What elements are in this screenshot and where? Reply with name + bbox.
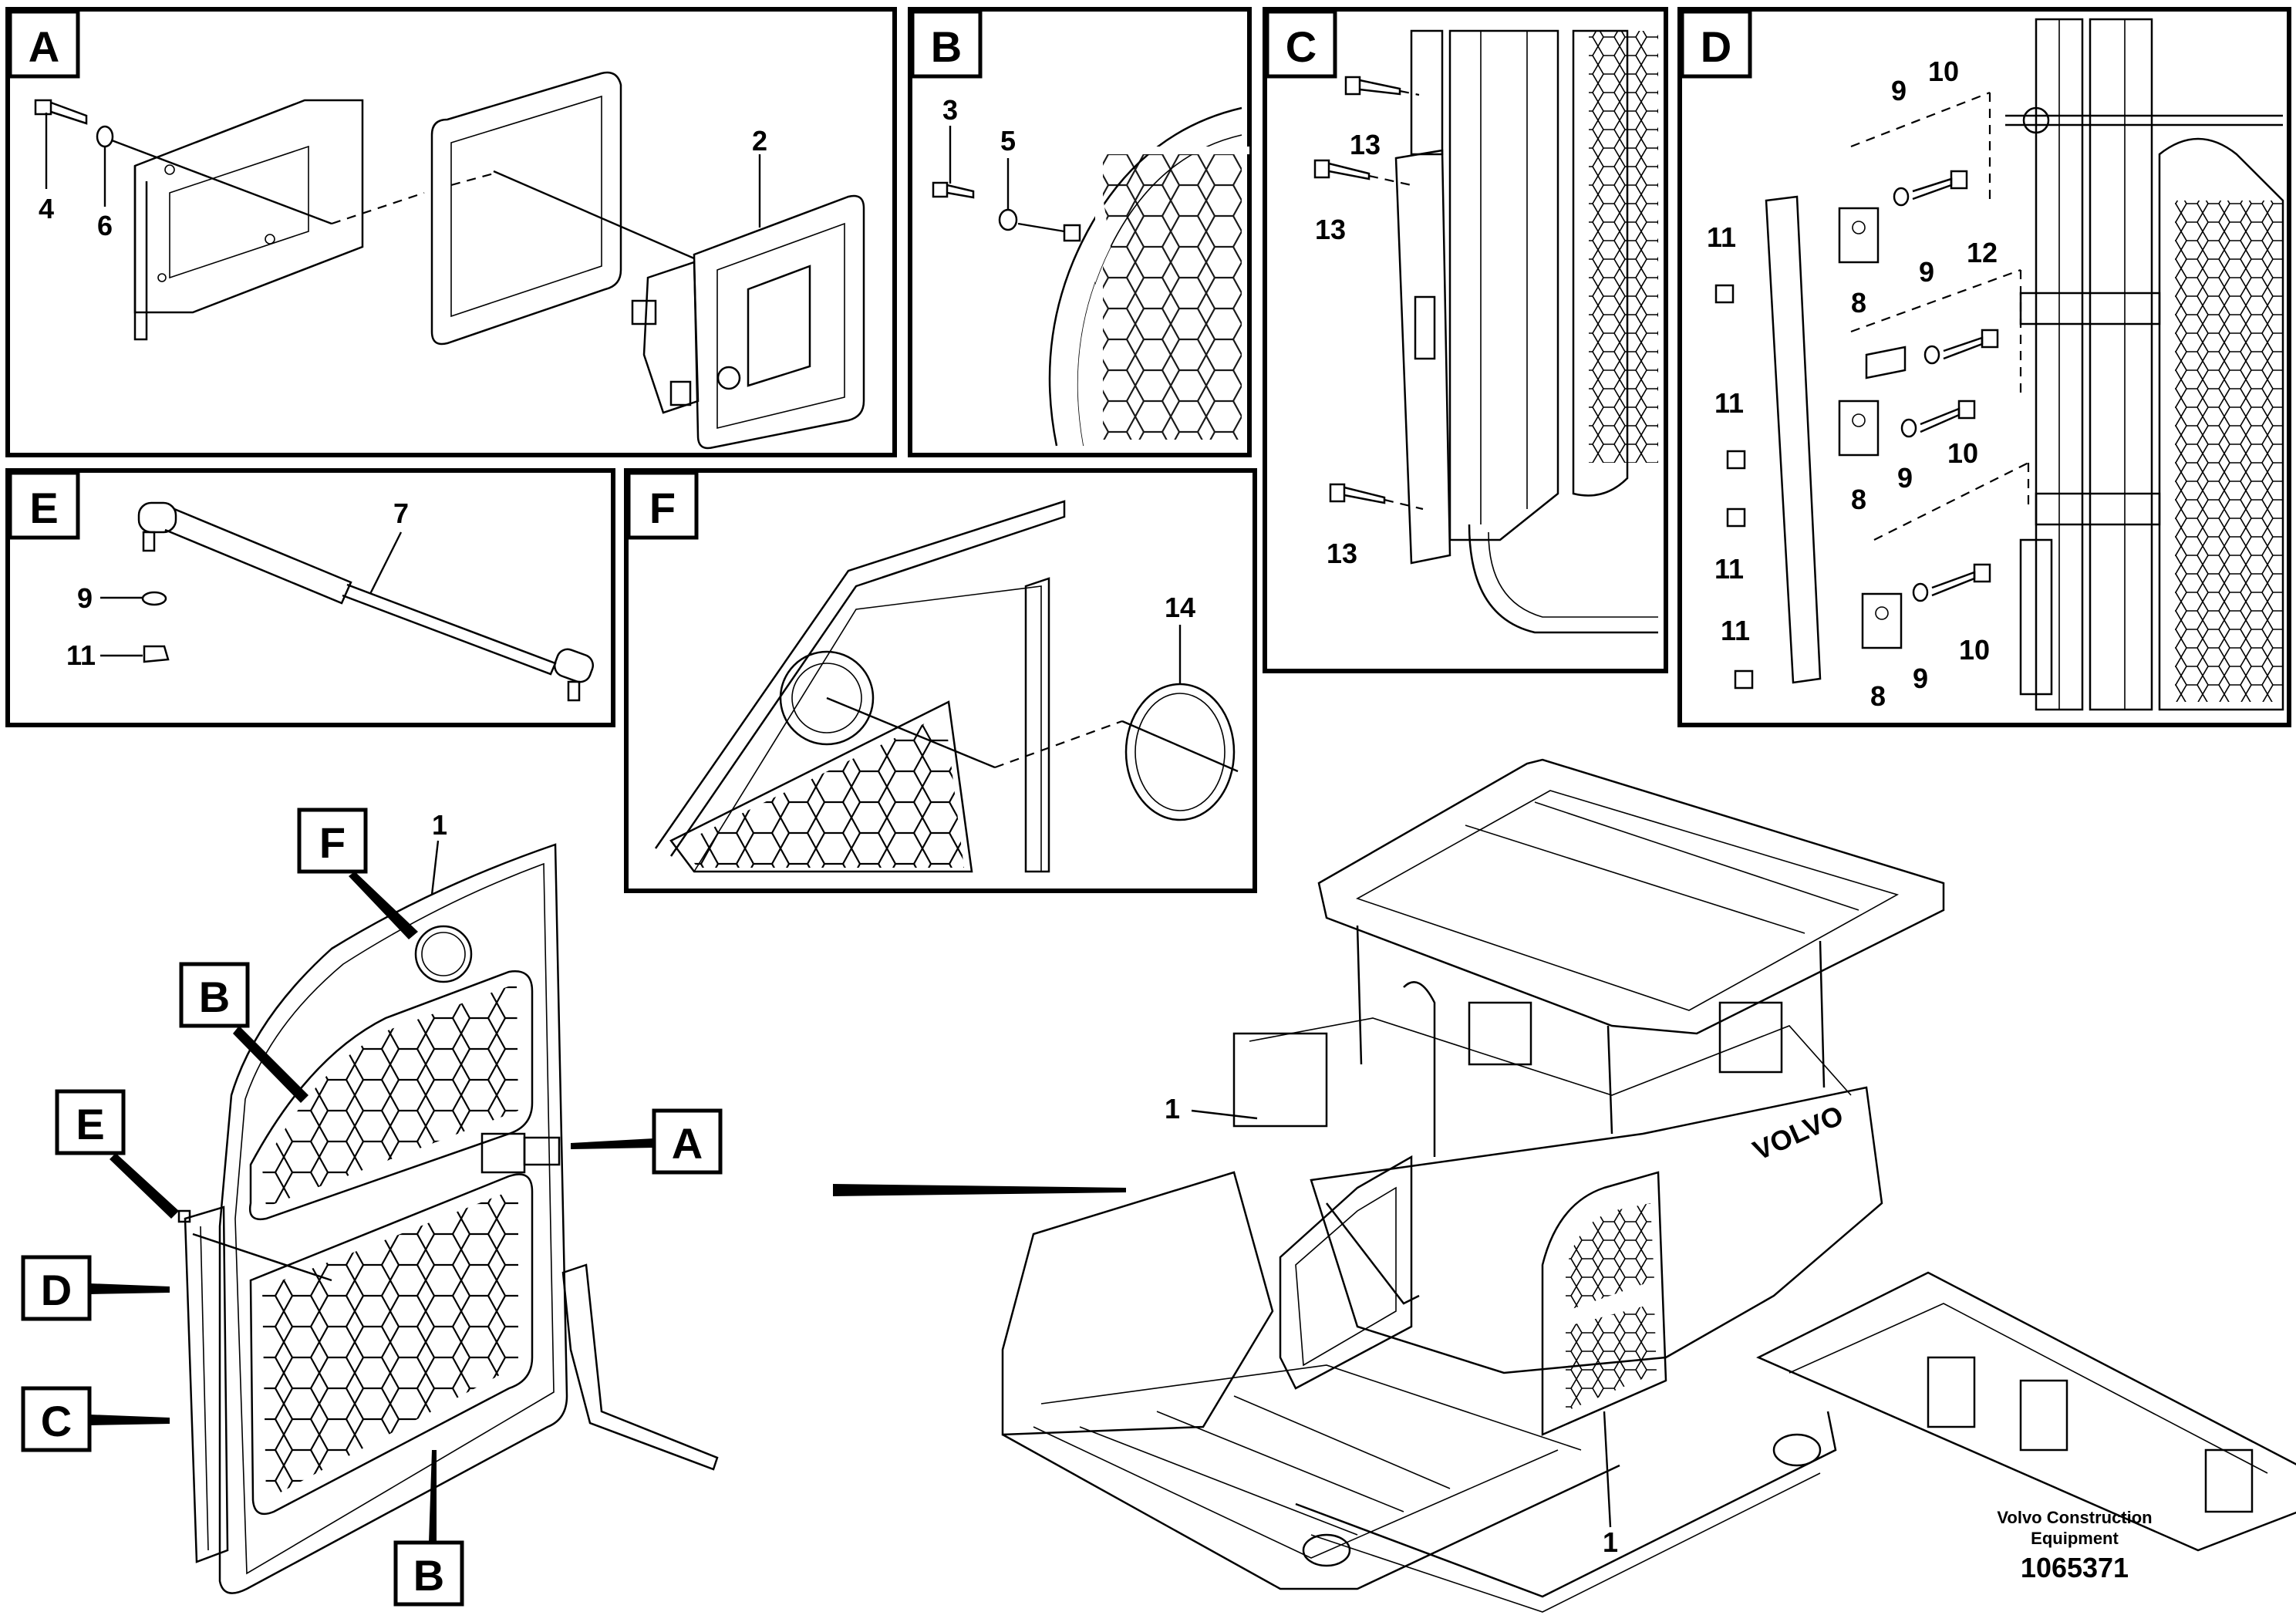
door-top-corner [654, 500, 1066, 873]
open-door-on-machine [1279, 1155, 1420, 1390]
guard-plate [1394, 149, 1451, 565]
callout-13-lower: 13 [1327, 538, 1357, 569]
panel-letter-f: F [649, 484, 676, 532]
callout-11-e: 11 [66, 639, 96, 671]
bolt-4 [34, 99, 88, 125]
door-hinge-side [177, 1206, 229, 1563]
lower-mesh-window [249, 1173, 534, 1516]
callout-9-b: 9 [1919, 256, 1934, 288]
panel-letter-c: C [1286, 22, 1317, 71]
callout-11-a: 11 [1707, 221, 1736, 253]
pointer-tag-b-upper: B [199, 973, 230, 1021]
callout-10-b: 10 [1947, 437, 1978, 469]
callout-13-upper: 13 [1350, 129, 1381, 160]
hinge-bar [1765, 195, 1822, 684]
pointer-tag-d: D [41, 1266, 72, 1314]
kick-plate [561, 1263, 719, 1471]
hinge-bracket-middle [1838, 400, 1880, 457]
callout-12: 12 [1967, 237, 1998, 268]
pointer-tag-a: A [672, 1119, 703, 1168]
shim-plate-12 [1865, 346, 1907, 379]
callout-8-c: 8 [1870, 680, 1886, 712]
callout-4: 4 [39, 193, 54, 224]
callout-2: 2 [752, 125, 767, 157]
publisher-footer: Volvo Construction Equipment 1065371 [1997, 1508, 2152, 1583]
bolts-and-washers [1893, 170, 1999, 602]
callout-11-b: 11 [1714, 387, 1744, 419]
pointer-tag-e: E [76, 1100, 104, 1148]
callout-9-a: 9 [1891, 75, 1907, 106]
pointer-tag-f: F [319, 818, 346, 867]
door-hinge-frame [2005, 18, 2284, 711]
pointer-tag-b-lower: B [413, 1551, 444, 1600]
detail-panel-b: B 3 5 [908, 7, 1252, 457]
panel-letter-d: D [1701, 22, 1731, 71]
bolt-3 [932, 181, 975, 199]
panel-letter-a: A [29, 22, 59, 71]
callout-9-e: 9 [77, 582, 93, 614]
door-callout-1: 1 [432, 809, 447, 841]
callout-13-middle: 13 [1315, 214, 1346, 245]
machine-side-door [1541, 1171, 1667, 1436]
callout-11-c: 11 [1714, 553, 1744, 585]
callout-3: 3 [942, 94, 958, 126]
detail-panel-f: F 14 [624, 468, 1257, 893]
callout-10-a: 10 [1928, 56, 1959, 87]
door-hinge-rail [1410, 29, 1658, 634]
callout-7: 7 [393, 497, 409, 529]
machine-callout-1-left: 1 [1165, 1093, 1180, 1125]
callout-8-b: 8 [1851, 484, 1866, 515]
callout-10-c: 10 [1959, 634, 1990, 666]
publisher-line-2: Equipment [2031, 1529, 2119, 1548]
machine-callout-1-bottom: 1 [1603, 1526, 1618, 1558]
callout-6: 6 [97, 210, 113, 241]
nut-11-e [143, 645, 170, 663]
callout-11-d: 11 [1721, 615, 1750, 646]
panel-letter-b: B [931, 22, 962, 71]
callout-5: 5 [1000, 125, 1016, 157]
handle-seal-gasket [430, 71, 622, 346]
gas-spring-7 [137, 501, 595, 702]
nuts-11 [1714, 284, 1754, 690]
mounting-bracket [133, 99, 364, 341]
publisher-line-1: Volvo Construction [1997, 1508, 2152, 1527]
detail-panel-e: E 7 9 11 [5, 468, 615, 727]
detail-panel-a: A 4 6 [5, 7, 897, 457]
detail-panel-d: D [1677, 7, 2291, 727]
door-overview: F B E A D C B 1 [21, 808, 723, 1607]
view-arrow [833, 1184, 1126, 1196]
drawing-number: 1065371 [2021, 1552, 2129, 1583]
hinge-bracket-lower [1861, 592, 1903, 649]
callout-14: 14 [1165, 592, 1195, 623]
panel-letter-e: E [29, 484, 58, 532]
door-handle-assembly [631, 194, 865, 450]
callout-9-c: 9 [1897, 462, 1913, 494]
handle-on-door [480, 1132, 561, 1174]
detail-panel-c: C 13 13 13 [1263, 7, 1668, 673]
callout-8-a: 8 [1851, 287, 1866, 319]
pointer-tag-c: C [41, 1397, 72, 1445]
gas-spring-on-door [192, 1233, 332, 1282]
upper-mesh-window [248, 970, 534, 1221]
callout-9-d: 9 [1913, 663, 1928, 694]
hinge-bracket-upper [1838, 207, 1880, 264]
